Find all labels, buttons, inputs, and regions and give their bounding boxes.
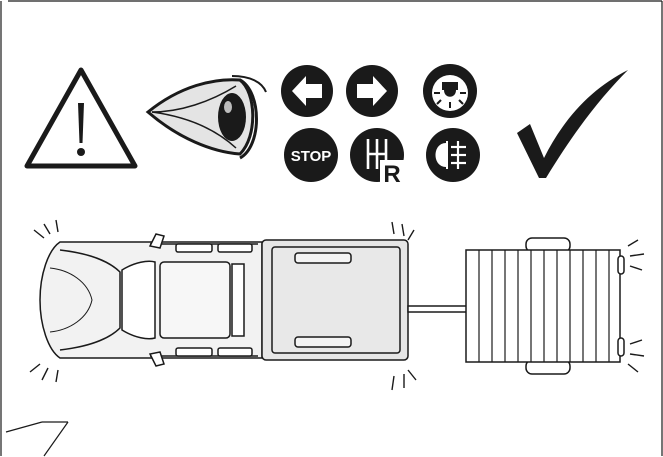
warning-triangle-icon <box>24 67 138 169</box>
trailer-light-flashes <box>627 239 645 373</box>
trailer <box>465 237 625 375</box>
reverse-label: R <box>383 161 400 188</box>
reverse-gear-icon: R <box>350 128 404 188</box>
pickup-truck <box>39 233 469 367</box>
headlight-icon <box>426 128 480 182</box>
corner-mark <box>0 420 69 457</box>
eye-icon <box>145 75 267 160</box>
turn-left-icon <box>281 65 333 117</box>
stop-icon: STOP <box>284 128 338 182</box>
truck-light-flashes <box>29 219 417 391</box>
stop-label: STOP <box>291 148 332 165</box>
turn-right-icon <box>346 65 398 117</box>
checkmark-icon <box>517 70 628 178</box>
exterior-light-icon <box>423 64 477 118</box>
